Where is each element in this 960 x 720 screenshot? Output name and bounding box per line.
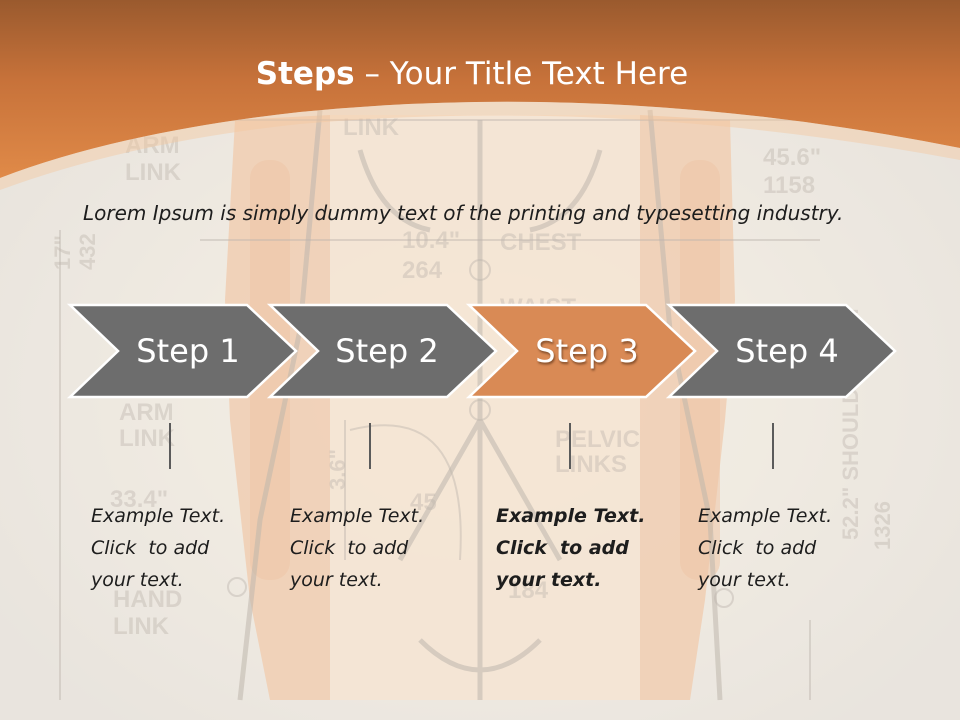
svg-text:17": 17": [50, 235, 75, 270]
svg-text:ARM: ARM: [119, 399, 174, 426]
step-1-caption-line3: your text.: [91, 569, 184, 591]
svg-text:LINK: LINK: [113, 613, 170, 640]
step-1-label[interactable]: Step 1: [136, 332, 240, 370]
step-3-caption[interactable]: Example Text. Click to add your text.: [496, 500, 661, 596]
svg-text:1158: 1158: [763, 172, 815, 199]
step-1-caption[interactable]: Example Text. Click to add your text.: [91, 500, 256, 596]
step-3-caption-line1: Example Text.: [496, 505, 646, 527]
svg-text:LINK: LINK: [125, 159, 182, 186]
step-4-caption-line1: Example Text.: [698, 505, 833, 527]
step-2-caption[interactable]: Example Text. Click to add your text.: [290, 500, 455, 596]
step-2-caption-line2: Click to add: [290, 537, 409, 559]
step-2-caption-line1: Example Text.: [290, 505, 425, 527]
step-4-caption[interactable]: Example Text. Click to add your text.: [698, 500, 863, 596]
svg-text:1326: 1326: [870, 501, 895, 550]
step-1-caption-line2: Click to add: [91, 537, 210, 559]
step-3-caption-line3: your text.: [496, 569, 602, 591]
svg-text:432: 432: [75, 233, 100, 270]
step-2-caption-line3: your text.: [290, 569, 383, 591]
svg-text:45.6": 45.6": [763, 144, 821, 171]
svg-text:264: 264: [402, 257, 443, 284]
step-4-caption-line2: Click to add: [698, 537, 817, 559]
slide-title: Steps – Your Title Text Here: [255, 56, 689, 92]
step-3-caption-line2: Click to add: [496, 537, 629, 559]
svg-text:33.4": 33.4": [110, 486, 168, 513]
step-4-caption-line3: your text.: [698, 569, 791, 591]
step-3-chevron[interactable]: [465, 303, 697, 399]
step-4-connector: [772, 423, 774, 469]
svg-text:45: 45: [410, 489, 437, 516]
step-2-label[interactable]: Step 2: [335, 332, 439, 370]
svg-text:LINK: LINK: [119, 425, 176, 452]
step-1-connector: [169, 423, 171, 469]
svg-text:10.4": 10.4": [402, 227, 460, 254]
step-4-label[interactable]: Step 4: [735, 332, 839, 370]
step-2-connector: [369, 423, 371, 469]
svg-text:3.6": 3.6": [325, 449, 350, 490]
step-1-chevron[interactable]: [66, 303, 298, 399]
svg-text:LINK: LINK: [343, 114, 400, 141]
svg-text:184: 184: [508, 577, 549, 604]
svg-text:CHEST: CHEST: [500, 229, 582, 256]
svg-text:HAND: HAND: [113, 586, 182, 613]
svg-text:LINKS: LINKS: [555, 451, 627, 478]
step-2-chevron[interactable]: [266, 303, 498, 399]
step-1-caption-line1: Example Text.: [91, 505, 226, 527]
step-4-chevron[interactable]: [665, 303, 897, 399]
intro-text: Lorem Ipsum is simply dummy text of the …: [83, 201, 844, 225]
step-3-label[interactable]: Step 3: [535, 332, 639, 370]
step-3-connector: [569, 423, 571, 469]
